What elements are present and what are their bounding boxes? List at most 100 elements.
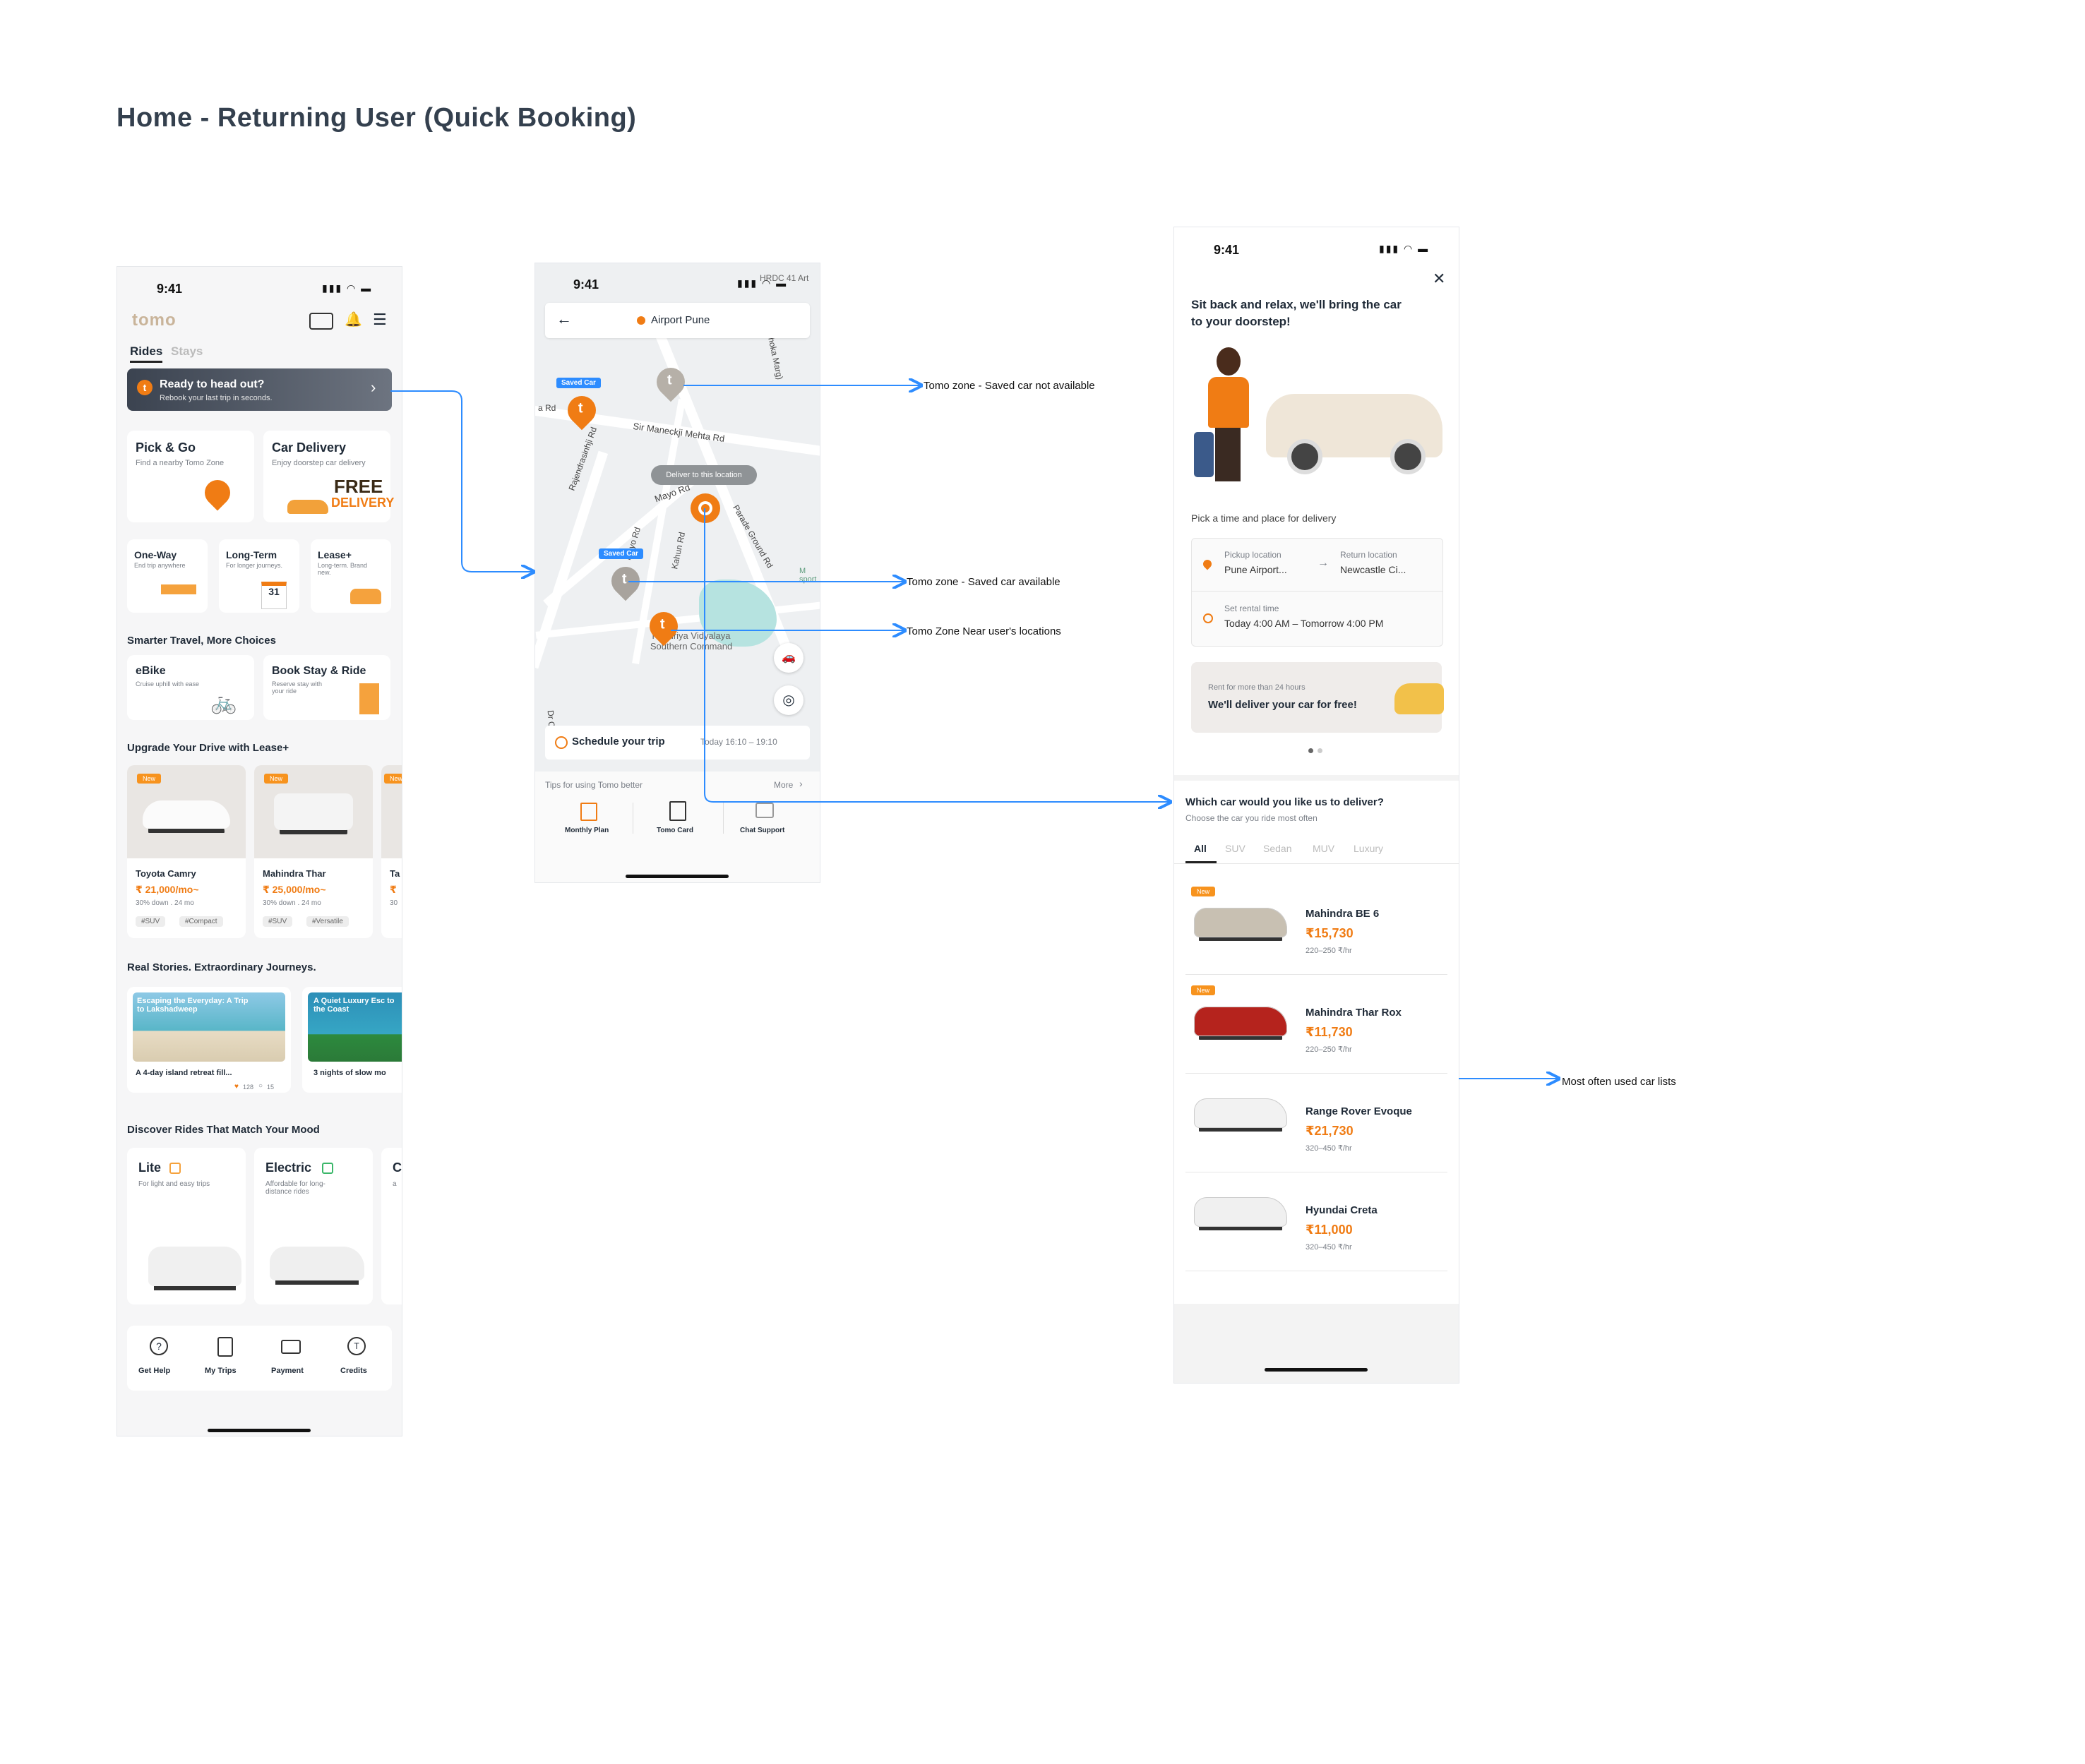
free-badge: FREE: [334, 476, 383, 497]
lease-card[interactable]: Lease+ Long-term. Brand new.: [311, 539, 391, 613]
chevron-right-icon[interactable]: ›: [799, 778, 803, 789]
car-row[interactable]: Range Rover Evoque ₹21,730 320–450 ₹/hr: [1185, 1074, 1447, 1172]
return-value[interactable]: Newcastle Ci...: [1340, 564, 1406, 575]
rental-value[interactable]: Today 4:00 AM – Tomorrow 4:00 PM: [1224, 618, 1384, 629]
story-caption: 3 nights of slow mo: [313, 1069, 386, 1077]
lease-car-card[interactable]: New Ta ₹ 30: [381, 765, 402, 938]
banner-subtitle: Rebook your last trip in seconds.: [160, 394, 273, 402]
chat-icon[interactable]: [755, 803, 774, 818]
mood-heading: Discover Rides That Match Your Mood: [127, 1124, 320, 1136]
mood-card-next[interactable]: C a: [381, 1148, 402, 1304]
story-card[interactable]: A Quiet Luxury Esc to the Coast 3 nights…: [302, 987, 402, 1093]
car-name: Mahindra BE 6: [1306, 908, 1380, 920]
one-way-card[interactable]: One-Way End trip anywhere: [127, 539, 208, 613]
long-term-card[interactable]: Long-Term For longer journeys. 31: [219, 539, 299, 613]
mood-card-lite[interactable]: Lite For light and easy trips: [127, 1148, 246, 1304]
bell-icon[interactable]: 🔔: [345, 312, 362, 328]
delivery-target-pin[interactable]: [691, 493, 720, 523]
mood-card-electric[interactable]: Electric Affordable for long-distance ri…: [254, 1148, 373, 1304]
filter-luxury[interactable]: Luxury: [1354, 843, 1384, 854]
nav-get-help[interactable]: Get Help: [138, 1367, 171, 1375]
delivery-badge: DELIVERY: [331, 496, 395, 510]
nav-my-trips[interactable]: My Trips: [205, 1367, 237, 1375]
stay-ride-card[interactable]: Book Stay & Ride Reserve stay with your …: [263, 655, 390, 720]
ebike-card[interactable]: eBike Cruise uphill with ease 🚲: [127, 655, 254, 720]
schedule-time: Today 16:10 – 19:10: [700, 737, 777, 747]
promo-card[interactable]: Rent for more than 24 hours We'll delive…: [1191, 662, 1444, 733]
heart-icon[interactable]: ♥: [234, 1083, 239, 1091]
tips-more[interactable]: More: [774, 780, 794, 790]
lease-car-card[interactable]: New Mahindra Thar ₹ 25,000/mo~ 30% down …: [254, 765, 373, 938]
close-icon[interactable]: ✕: [1433, 270, 1446, 287]
car-locate-button[interactable]: 🚗: [774, 643, 803, 673]
nav-payment[interactable]: Payment: [271, 1367, 304, 1375]
tip-chat-support[interactable]: Chat Support: [740, 827, 785, 834]
tomo-card-icon[interactable]: [669, 801, 686, 821]
status-icons: ▮▮▮ ◠ ▬: [322, 282, 373, 294]
car-thumbnail-icon: [1194, 908, 1287, 937]
bottom-nav: ? Get Help My Trips Payment T Credits: [127, 1326, 392, 1391]
credits-icon[interactable]: T: [347, 1337, 366, 1355]
schedule-bar[interactable]: Schedule your trip Today 16:10 – 19:10: [545, 726, 810, 760]
carousel-dot[interactable]: [1318, 748, 1322, 753]
card-icon[interactable]: [281, 1340, 301, 1354]
story-overlay: A Quiet Luxury Esc to the Coast: [313, 997, 395, 1014]
ebike-title: eBike: [136, 665, 166, 677]
clock-icon: [555, 736, 568, 749]
rebook-banner[interactable]: t Ready to head out? Rebook your last tr…: [127, 368, 392, 411]
menu-icon[interactable]: ☰: [373, 311, 387, 328]
suv-white-icon: [148, 1247, 241, 1286]
jeep-white-icon: [274, 793, 353, 830]
new-badge: New: [384, 774, 402, 784]
car-name: Mahindra Thar: [263, 868, 326, 879]
deliver-chip[interactable]: Deliver to this location: [651, 465, 757, 485]
pick-and-go-card[interactable]: Pick & Go Find a nearby Tomo Zone: [127, 431, 254, 522]
monthly-plan-icon[interactable]: [580, 803, 597, 821]
car-row[interactable]: New Mahindra Thar Rox ₹11,730 220–250 ₹/…: [1185, 976, 1447, 1074]
woman-illustration: [1191, 347, 1276, 488]
divider: [1192, 591, 1442, 592]
car-row[interactable]: New Mahindra BE 6 ₹15,730 220–250 ₹/hr: [1185, 877, 1447, 975]
filter-suv[interactable]: SUV: [1225, 843, 1245, 854]
story-overlay: Escaping the Everyday: A Trip to Lakshad…: [137, 997, 249, 1014]
likes-count: 128: [243, 1084, 254, 1091]
ticket-icon[interactable]: [309, 313, 333, 330]
search-bar[interactable]: ← Airport Pune: [545, 303, 810, 338]
lease-title: Lease+: [318, 549, 352, 560]
map-pin-illustration-icon: [199, 474, 236, 511]
tip-monthly-plan[interactable]: Monthly Plan: [565, 827, 609, 834]
carousel-dot-active[interactable]: [1308, 748, 1313, 753]
tab-rides[interactable]: Rides: [130, 344, 163, 363]
help-icon[interactable]: ?: [150, 1337, 168, 1355]
filter-sedan[interactable]: Sedan: [1263, 843, 1292, 854]
nav-credits[interactable]: Credits: [340, 1367, 367, 1375]
car-thumbnail-icon: [1194, 1098, 1287, 1128]
car-row[interactable]: Hyundai Creta ₹11,000 320–450 ₹/hr: [1185, 1173, 1447, 1271]
mood-title: Electric: [265, 1160, 312, 1175]
car-rate: 320–450 ₹/hr: [1306, 1144, 1352, 1153]
comment-icon[interactable]: ○: [258, 1082, 263, 1090]
chevron-right-icon: ›: [371, 378, 376, 396]
car-delivery-card[interactable]: Car Delivery Enjoy doorstep car delivery…: [263, 431, 394, 522]
mood-subtitle: a: [393, 1180, 397, 1188]
pickup-value[interactable]: Pune Airport...: [1224, 564, 1287, 575]
filter-all[interactable]: All: [1194, 843, 1207, 854]
annotation-saved-car-unavailable: Tomo zone - Saved car not available: [924, 380, 1095, 392]
tag: #SUV: [263, 916, 293, 927]
tip-tomo-card[interactable]: Tomo Card: [657, 827, 694, 834]
story-card[interactable]: Escaping the Everyday: A Trip to Lakshad…: [127, 987, 291, 1093]
filter-muv[interactable]: MUV: [1313, 843, 1335, 854]
tag: #Versatile: [306, 916, 349, 927]
trips-icon[interactable]: [217, 1337, 233, 1357]
stayride-subtitle: Reserve stay with your ride: [272, 680, 323, 695]
car-terms: 30% down . 24 mo: [263, 899, 321, 907]
pickup-label: Pickup location: [1224, 550, 1282, 560]
my-location-button[interactable]: ◎: [774, 685, 803, 715]
car-front-icon: [350, 589, 381, 604]
saved-car-available-pin[interactable]: t: [605, 560, 646, 601]
lease-car-card[interactable]: New Toyota Camry ₹ 21,000/mo~ 30% down .…: [127, 765, 246, 938]
tab-stays[interactable]: Stays: [171, 344, 203, 358]
calendar-icon: 31: [261, 582, 287, 609]
car-thumbnail-icon: [1194, 1197, 1287, 1227]
back-arrow-icon[interactable]: ←: [556, 310, 572, 328]
